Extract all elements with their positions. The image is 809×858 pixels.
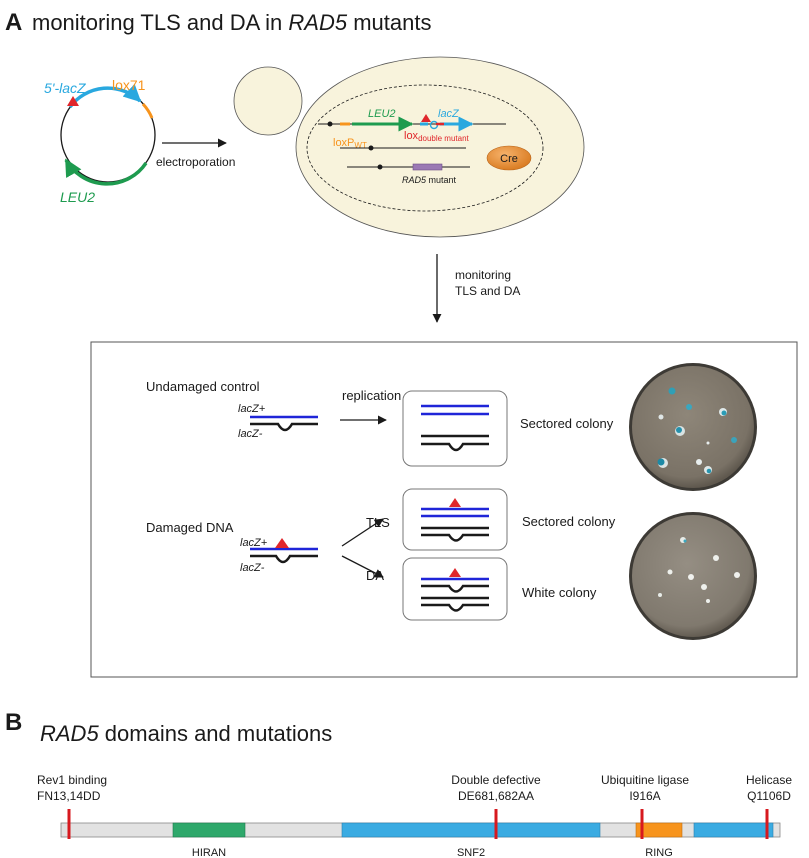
lox-double-mutant-label: loxdouble mutant bbox=[404, 130, 470, 143]
mutation-label-ubiquitine-line2: I916A bbox=[629, 789, 660, 803]
monitoring-label-line2: TLS and DA bbox=[455, 284, 520, 298]
yeast-mother-cell bbox=[295, 56, 585, 238]
sectored-colony-label-1: Sectored colony bbox=[520, 416, 614, 431]
mutation-label-helicase-line1: Helicase bbox=[746, 773, 792, 787]
plasmid-lacz-label: 5'-lacZ bbox=[44, 80, 86, 96]
plasmid-lesion-icon bbox=[67, 96, 79, 106]
da-arrow bbox=[341, 555, 384, 578]
domain-label-hiran: HIRAN bbox=[192, 847, 226, 858]
replication-label: replication bbox=[342, 388, 401, 403]
damaged-lesion-icon bbox=[275, 538, 289, 548]
panel-b-title: RAD5 domains and mutations bbox=[40, 721, 332, 746]
loxp-wt-label: loxPWT bbox=[333, 137, 367, 150]
damaged-laczminus-label: lacZ- bbox=[240, 562, 265, 574]
mutation-label-ubiquitine-line1: Ubiquitine ligase bbox=[601, 773, 689, 787]
mutation-label-double-line2: DE681,682AA bbox=[458, 789, 534, 803]
plasmid-leu2-segment bbox=[64, 158, 148, 186]
undamaged-result-duplexes bbox=[421, 404, 489, 452]
plasmid: 5'-lacZ lox71 LEU2 bbox=[44, 77, 156, 205]
monitoring-label-line1: monitoring bbox=[455, 268, 511, 282]
cell-lacz-label: lacZ bbox=[438, 108, 460, 120]
sectored-colony-label-2: Sectored colony bbox=[522, 514, 616, 529]
plate-sectored bbox=[629, 363, 757, 491]
mutation-label-double-line1: Double defective bbox=[451, 773, 541, 787]
tls-lesion-icon bbox=[449, 498, 461, 507]
tls-result-duplexes bbox=[421, 498, 489, 542]
nucleus bbox=[306, 84, 544, 212]
undamaged-control-label: Undamaged control bbox=[146, 379, 260, 394]
results-box bbox=[90, 341, 798, 678]
plasmid-lacz-segment bbox=[68, 83, 142, 109]
da-result-duplexes bbox=[421, 568, 489, 612]
damaged-duplex bbox=[250, 538, 318, 564]
damaged-dna-label: Damaged DNA bbox=[146, 520, 234, 535]
tls-arrow bbox=[341, 518, 384, 547]
undamaged-duplex bbox=[250, 415, 318, 432]
cell-leu2-label: LEU2 bbox=[368, 108, 396, 120]
yeast-bud bbox=[233, 66, 303, 136]
rad5-mutant-gene bbox=[412, 163, 443, 171]
mutation-label-helicase-line2: Q1106D bbox=[747, 789, 791, 803]
electroporation-label: electroporation bbox=[156, 155, 235, 169]
plasmid-lox71-label: lox71 bbox=[112, 77, 146, 93]
cre-label: Cre bbox=[500, 153, 518, 165]
rad5-mutant-label: RAD5 mutant bbox=[402, 175, 457, 185]
panel-a-title: monitoring TLS and DA in RAD5 mutants bbox=[32, 10, 431, 35]
panel-b-letter: B bbox=[5, 709, 22, 736]
undamaged-result-box bbox=[402, 390, 508, 467]
domain-helicase bbox=[693, 822, 774, 838]
plate-white bbox=[629, 512, 757, 640]
domain-ring bbox=[635, 822, 683, 838]
domain-snf2 bbox=[341, 822, 601, 838]
damaged-laczplus-label: lacZ+ bbox=[240, 537, 268, 549]
tls-result-box bbox=[402, 488, 508, 551]
domain-label-snf2: SNF2 bbox=[457, 847, 485, 858]
mutation-label-rev1-line2: FN13,14DD bbox=[37, 789, 101, 803]
cre-recombinase bbox=[486, 145, 532, 171]
domain-hiran bbox=[172, 822, 246, 838]
cell-lesion-icon bbox=[421, 114, 431, 122]
yeast-cell: LEU2 lacZ loxPWT loxdouble mutant RAD5 m… bbox=[233, 56, 585, 238]
white-colony-label: White colony bbox=[522, 585, 597, 600]
rad5-protein-bar bbox=[60, 809, 781, 839]
plasmid-leu2-label: LEU2 bbox=[60, 189, 95, 205]
undamaged-laczminus-label: lacZ- bbox=[238, 428, 263, 440]
panel-a-letter: A bbox=[5, 9, 22, 36]
mutation-label-rev1-line1: Rev1 binding bbox=[37, 773, 107, 787]
domain-label-ring: RING bbox=[645, 847, 673, 858]
da-lesion-icon bbox=[449, 568, 461, 577]
da-result-box bbox=[402, 557, 508, 621]
plasmid-lox71-segment bbox=[141, 102, 154, 119]
undamaged-laczplus-label: lacZ+ bbox=[238, 403, 266, 415]
